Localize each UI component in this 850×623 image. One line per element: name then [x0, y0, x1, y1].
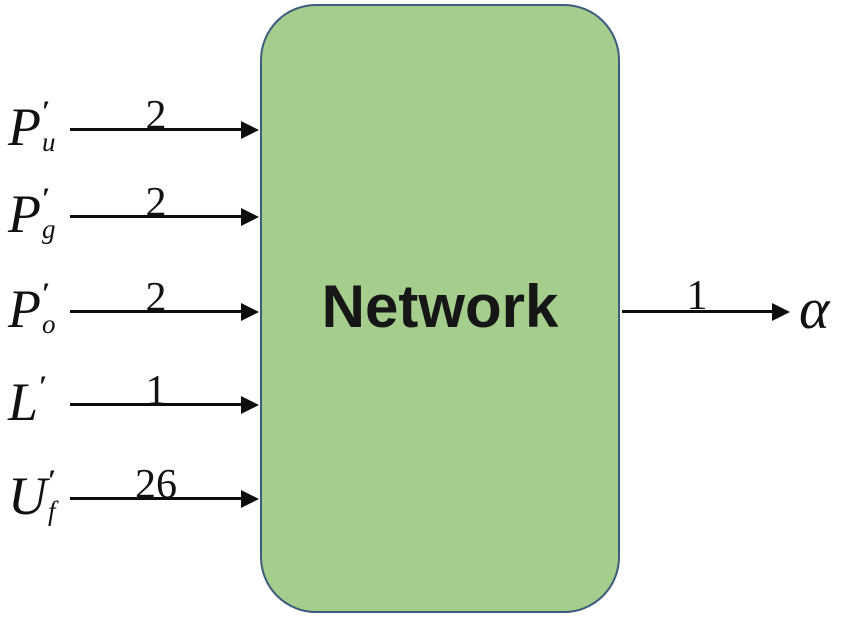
input-symbol-base: P [8, 184, 41, 244]
input-symbol-label: U′f [8, 464, 57, 526]
input-symbol-scripts: ′ [39, 370, 48, 405]
input-symbol-scripts: ′u [42, 95, 56, 157]
input-symbol-scripts: ′g [42, 182, 56, 244]
output-dimension-label: 1 [686, 273, 708, 319]
input-arrow-line [70, 497, 244, 500]
input-symbol-base: P [8, 279, 41, 339]
input-symbol-label: L′ [8, 370, 48, 432]
input-symbol-label: P′g [8, 182, 56, 244]
input-symbol-label: P′o [8, 277, 56, 339]
input-symbol-scripts: ′o [42, 277, 56, 339]
input-symbol-subscript: g [42, 214, 56, 244]
input-symbol-base: L [8, 372, 39, 432]
input-symbol-base: U [8, 466, 47, 526]
input-arrow-head-icon [241, 303, 259, 321]
input-arrow-line [70, 310, 244, 313]
input-symbol-prime: ′ [42, 95, 51, 128]
input-symbol-label: P′u [8, 95, 56, 157]
input-dimension-label: 2 [145, 93, 167, 139]
input-symbol-prime: ′ [39, 370, 48, 403]
input-arrow-head-icon [241, 396, 259, 414]
output-alpha-label: α [799, 276, 830, 341]
input-arrow-head-icon [241, 490, 259, 508]
input-symbol-prime: ′ [48, 464, 57, 497]
input-dimension-label: 2 [145, 275, 167, 321]
input-symbol-subscript: o [42, 309, 56, 339]
input-arrow-line [70, 128, 244, 131]
input-symbol-scripts: ′f [48, 464, 57, 526]
input-arrow-line [70, 403, 244, 406]
input-symbol-base: P [8, 97, 41, 157]
network-node: Network [260, 4, 620, 613]
input-dimension-label: 2 [145, 180, 167, 226]
input-symbol-subscript: f [48, 496, 56, 526]
output-arrow-head-icon [772, 303, 790, 321]
input-symbol-prime: ′ [42, 277, 51, 310]
output-arrow-line [622, 310, 774, 313]
input-arrow-line [70, 215, 244, 218]
input-arrow-head-icon [241, 121, 259, 139]
input-symbol-subscript: u [42, 127, 56, 157]
input-dimension-label: 1 [145, 368, 167, 414]
input-symbol-prime: ′ [42, 182, 51, 215]
network-node-label: Network [321, 273, 559, 340]
input-arrow-head-icon [241, 208, 259, 226]
